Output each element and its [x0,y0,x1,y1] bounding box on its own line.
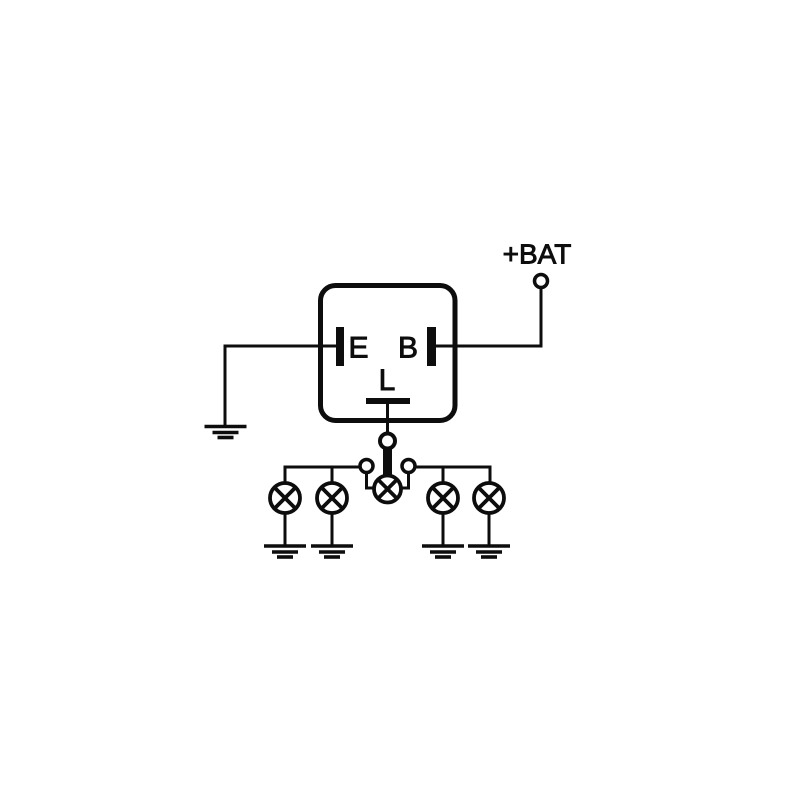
terminal-b-bar [427,327,436,366]
lamp-right-outer [472,481,506,515]
terminal-l-bar [366,398,410,404]
wire-e-to-ground [223,344,336,426]
connector-right-node [400,457,417,475]
plug-pin-node [378,431,397,451]
ground-symbol-left-inner [309,544,355,559]
bus-right-wire [415,465,492,484]
terminal-e-label: E [348,332,368,365]
battery-label: +BAT [503,239,572,270]
ground-symbol-right-outer [466,544,512,559]
bus-left-wire [283,465,360,484]
battery-terminal-node [532,272,550,290]
lamp-left-inner [315,481,349,515]
ground-symbol-right-inner [420,544,466,559]
terminal-b-label: B [398,332,418,365]
terminal-l-label: L [379,364,396,397]
ground-symbol-left-outer [262,544,308,559]
plug-blade [383,449,392,475]
lamp-pilot-center [372,473,403,505]
lamp-right-inner [426,481,460,515]
connector-left-node [358,457,375,475]
terminal-e-bar [336,327,344,366]
wire-b-to-battery [436,288,543,348]
lamp-left-outer [268,481,302,515]
ground-symbol-e [202,424,249,440]
